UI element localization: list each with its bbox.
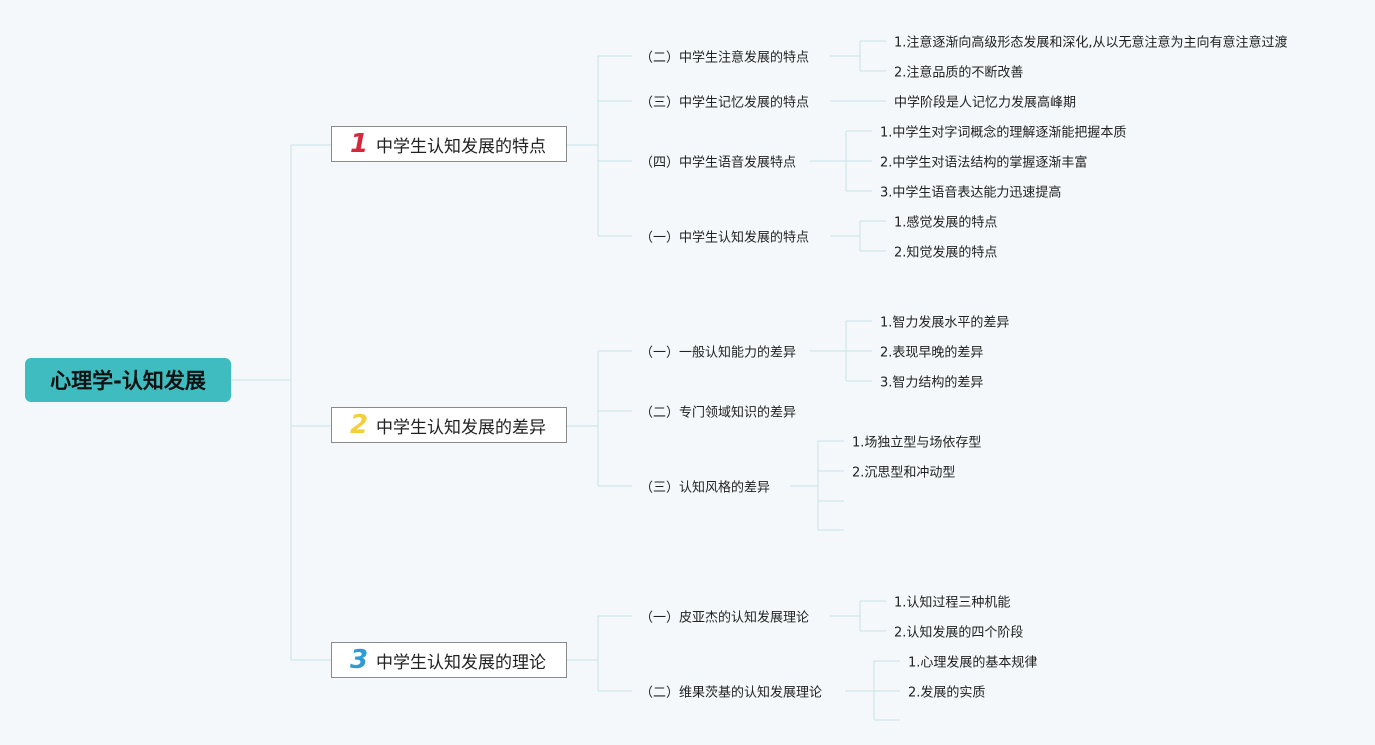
sub-node[interactable]: （四）中学生语音发展特点	[640, 155, 797, 171]
branch-number-1: 1	[350, 129, 369, 159]
leaf-node[interactable]: 1.注意逐渐向高级形态发展和深化,从以无意注意为主向有意注意过渡	[894, 35, 1288, 51]
leaf-node[interactable]: 1.智力发展水平的差异	[880, 315, 1010, 331]
branch-label-3: 中学生认知发展的理论	[376, 652, 546, 673]
leaf-node[interactable]: 1.感觉发展的特点	[894, 215, 998, 231]
branch-label-1: 中学生认知发展的特点	[376, 136, 546, 157]
leaf-node[interactable]: 2.注意品质的不断改善	[894, 65, 1024, 81]
leaf-node[interactable]: 2.发展的实质	[908, 685, 986, 701]
leaf-node[interactable]: 2.沉思型和冲动型	[852, 465, 956, 481]
branch-node-1[interactable]: 1 中学生认知发展的特点	[331, 126, 567, 162]
branch-node-3[interactable]: 3 中学生认知发展的理论	[331, 642, 567, 678]
leaf-node[interactable]: 2.认知发展的四个阶段	[894, 625, 1024, 641]
leaf-node[interactable]: 1.心理发展的基本规律	[908, 655, 1038, 671]
sub-node[interactable]: （二）专门领域知识的差异	[640, 405, 797, 421]
sub-node[interactable]: （一）一般认知能力的差异	[640, 345, 797, 361]
branch-number-3: 3	[350, 645, 369, 675]
branch-node-2[interactable]: 2 中学生认知发展的差异	[331, 407, 567, 443]
sub-node[interactable]: （二）中学生注意发展的特点	[640, 50, 810, 66]
leaf-node[interactable]: 2.表现早晚的差异	[880, 345, 984, 361]
root-label: 心理学-认知发展	[50, 369, 206, 393]
sub-node[interactable]: （一）中学生认知发展的特点	[640, 230, 810, 246]
sub-node[interactable]: （三）中学生记忆发展的特点	[640, 95, 810, 111]
branch-number-2: 2	[350, 410, 369, 440]
leaf-node[interactable]: 2.中学生对语法结构的掌握逐渐丰富	[880, 155, 1088, 171]
leaf-node[interactable]: 3.中学生语音表达能力迅速提高	[880, 185, 1062, 201]
sub-node[interactable]: （三）认知风格的差异	[640, 480, 771, 496]
leaf-node[interactable]: 中学阶段是人记忆力发展高峰期	[894, 95, 1077, 111]
leaf-node[interactable]: 2.知觉发展的特点	[894, 245, 998, 261]
leaf-node[interactable]: 1.场独立型与场依存型	[852, 435, 982, 451]
root-node[interactable]: 心理学-认知发展	[25, 358, 231, 402]
sub-node[interactable]: （二）维果茨基的认知发展理论	[640, 685, 823, 701]
branch-label-2: 中学生认知发展的差异	[376, 417, 546, 438]
leaf-node[interactable]: 1.认知过程三种机能	[894, 595, 1011, 611]
sub-node[interactable]: （一）皮亚杰的认知发展理论	[640, 610, 810, 626]
leaf-node[interactable]: 1.中学生对字词概念的理解逐渐能把握本质	[880, 125, 1127, 141]
leaf-node[interactable]: 3.智力结构的差异	[880, 375, 984, 391]
